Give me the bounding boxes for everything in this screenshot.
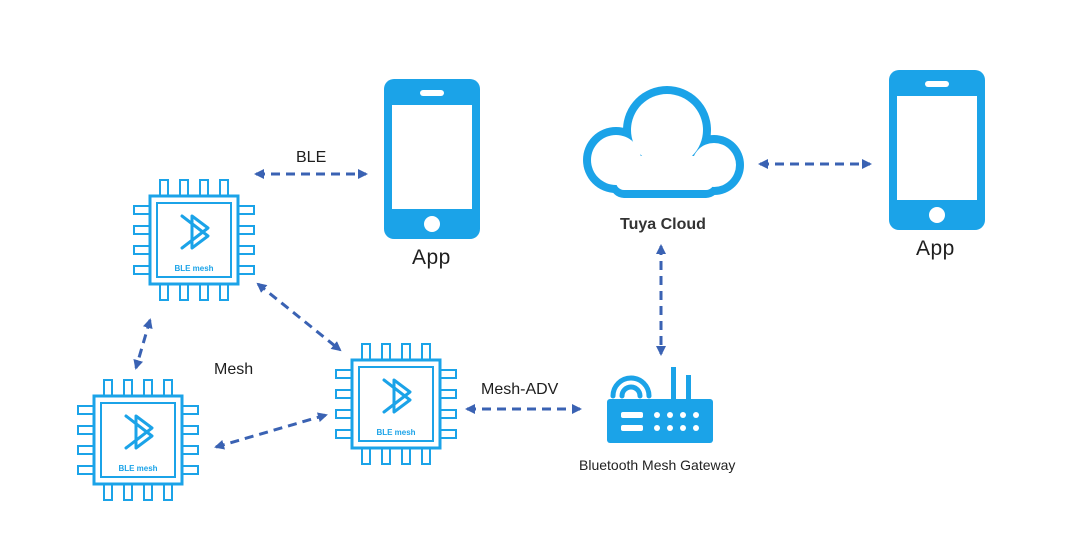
label-ble: BLE: [296, 149, 327, 166]
arrow-chip-bottom-left-center: [214, 412, 328, 450]
label-mesh-adv: Mesh-ADV: [481, 381, 559, 398]
router-icon: [607, 367, 713, 443]
label-app-right: App: [916, 237, 955, 260]
bluetooth-chip-icon: [334, 342, 458, 466]
label-gateway: Bluetooth Mesh Gateway: [579, 457, 736, 473]
chip-label: BLE mesh: [174, 264, 213, 273]
bluetooth-chip-icon: [132, 178, 256, 302]
phone-icon: [889, 70, 985, 230]
ble-mesh-chip-top: BLE mesh: [132, 178, 256, 302]
label-tuya-cloud: Tuya Cloud: [620, 216, 706, 233]
phone-icon: [384, 79, 480, 239]
label-app-left: App: [412, 246, 451, 269]
cloud-icon: [583, 86, 744, 198]
phone-left: [384, 79, 480, 239]
phone-right: [889, 70, 985, 230]
ble-mesh-chip-center: BLE mesh: [334, 342, 458, 466]
chip-label: BLE mesh: [118, 464, 157, 473]
bluetooth-chip-icon: [76, 378, 200, 502]
arrow-chip-top-bottom-left: [133, 318, 153, 370]
ble-mesh-chip-bottom-left: BLE mesh: [76, 378, 200, 502]
chip-label: BLE mesh: [376, 428, 415, 437]
arrow-chip-top-center: [256, 282, 342, 352]
label-mesh: Mesh: [214, 361, 254, 378]
